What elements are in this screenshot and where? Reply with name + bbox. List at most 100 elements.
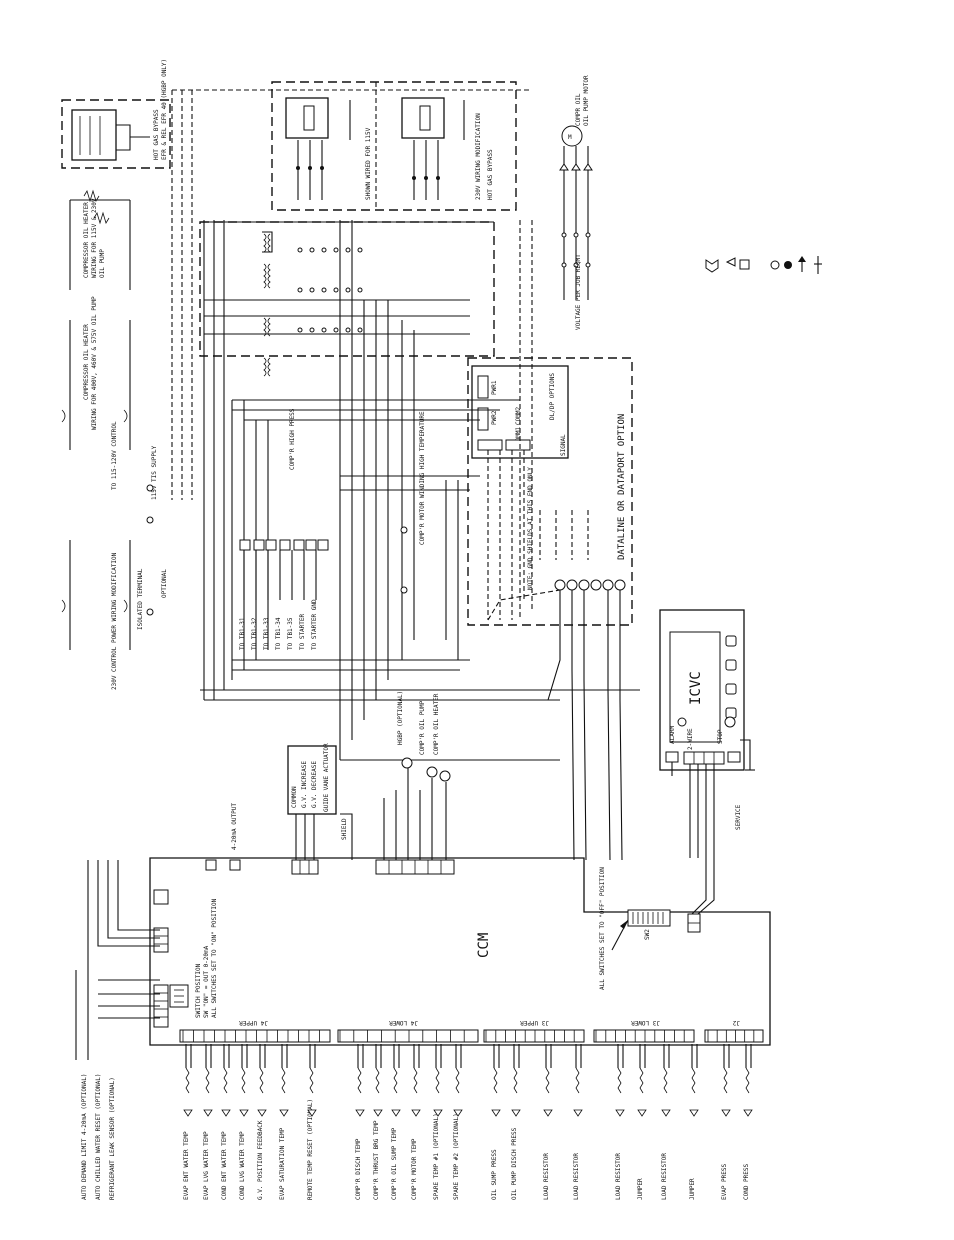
- dataport-options: DL/DP OPTIONS: [549, 373, 556, 420]
- oil-heater-relay: [439, 770, 451, 782]
- j3-lower-label: J3 LOWER: [631, 1019, 660, 1026]
- isolated-terminal-label: ISOLATED TERMINAL: [137, 568, 144, 630]
- sensor-wiring: [183, 1044, 753, 1117]
- icvc-alarm-indicator: [677, 717, 687, 727]
- dip-switch-segments: [632, 912, 664, 924]
- hot-gas-bypass-terminals: [79, 116, 101, 155]
- motor-high-temp-label: COMP'R MOTOR WINDING HIGH TEMPERATURE: [419, 411, 426, 545]
- legend-hex-icon: [705, 259, 719, 273]
- legend-arrow-icon: [798, 256, 806, 272]
- board-led-1: [205, 859, 217, 871]
- guide-vane-increase: G.V. INCREASE: [301, 761, 308, 808]
- relay-outputs: HGBP (OPTIONAL) COMP'R OIL PUMP COMP'R O…: [383, 691, 451, 860]
- comp-high-press-label: COMP'R HIGH PRESS: [289, 408, 296, 470]
- sensor-label: COND LVG WATER TEMP: [239, 1131, 246, 1200]
- sensor-label: EVAP SATURATION TEMP: [279, 1127, 286, 1200]
- legend-square-icon: [739, 259, 750, 270]
- oil-pump-motor: M COMPR OIL OIL PUMP MOTOR VOLTAGE PER J…: [559, 75, 593, 330]
- sensor-label: COND ENT WATER TEMP: [221, 1131, 228, 1200]
- oil-pump-motor-label: OIL PUMP MOTOR: [583, 75, 590, 126]
- tis-supply-note: 115V TIS SUPPLY: [151, 445, 158, 500]
- shown-wired-label: SHOWN WIRED FOR 115V: [365, 127, 372, 200]
- hot-gas-top-sub: EFR & REL EFR 40 (HGBP ONLY): [161, 59, 168, 160]
- sensor-label: AUTO CHILLED WATER RESET (OPTIONAL): [95, 1074, 102, 1200]
- oil-pump-supply: VOLTAGE PER JOB REQMT: [575, 254, 582, 330]
- transformer-3: [263, 317, 271, 337]
- j-right-connector: [687, 913, 701, 933]
- dataport-comm1: COMM1: [515, 427, 522, 445]
- transformer-4: [263, 357, 271, 377]
- icvc-stop-label: STOP: [717, 729, 724, 744]
- starter-box-1: [239, 539, 329, 551]
- transformer-1: [262, 231, 273, 253]
- starter-row-label: TO TB1-33: [263, 617, 270, 650]
- dip-switch-note: ALL SWITCHES SET TO "OFF" POSITION: [599, 867, 606, 990]
- control-transformers: [199, 221, 495, 377]
- dip-switch-array: [627, 909, 671, 927]
- board-led-2: [229, 859, 241, 871]
- oil-heater-2-wiring: WIRING FOR 400V, 460V & 575V OIL PUMP: [91, 296, 98, 430]
- sensor-label: COMP'R THRUST BRG TEMP: [373, 1120, 380, 1200]
- sensor-label: LOAD RESISTOR: [573, 1153, 580, 1200]
- oil-heater-label: COMPRESSOR OIL HEATER: [83, 202, 90, 278]
- switch-position-line2: ALL SWITCHES SET TO "ON" POSITION: [211, 898, 218, 1018]
- j3-upper-label: J3 UPPER: [520, 1019, 549, 1026]
- oil-pump-sub: COMPR OIL: [575, 93, 582, 126]
- sw2-switch: [169, 984, 189, 1008]
- heater-wiring: COMPRESSOR OIL HEATER WIRING FOR 115V & …: [61, 189, 168, 690]
- power-control-note: TO 115-120V CONTROL: [111, 421, 118, 490]
- sensor-label: OIL SUMP PRESS: [491, 1149, 498, 1200]
- dip-label: SW2: [644, 929, 651, 940]
- solenoid-coil-1: [303, 105, 315, 131]
- sensor-label: COMP'R MOTOR TEMP: [411, 1138, 418, 1200]
- ccm-board: CCM SW2 ALL SWITCHES SET TO "OFF" POSITI…: [149, 857, 771, 1046]
- switch-position-line1: SW "ON" = OUT 0-20mA: [203, 945, 210, 1018]
- legend-triangle-icon: [725, 257, 736, 267]
- hgbp-relay: [401, 757, 413, 769]
- sensor-label: LOAD RESISTOR: [661, 1153, 668, 1200]
- sensor-label: LOAD RESISTOR: [543, 1153, 550, 1200]
- sensor-label: EVAP PRESS: [721, 1163, 728, 1200]
- icvc-stop-button: [724, 716, 736, 728]
- starter-row-label: TO STARTER GND: [311, 599, 318, 650]
- sensor-label: AUTO DEMAND LIMIT 4-20mA (OPTIONAL): [81, 1074, 88, 1200]
- j6-connector: [153, 889, 169, 905]
- oil-pump-heater-label: OIL PUMP: [99, 249, 106, 278]
- legend-circle-icon: [770, 260, 780, 270]
- hot-gas-right-label: HOT GAS BYPASS: [487, 149, 494, 200]
- j12-connector: [375, 859, 455, 875]
- legend-filled-circle-icon: [784, 261, 792, 269]
- icvc-service-label: SERVICE: [735, 804, 742, 830]
- icvc-button-4: [725, 707, 737, 719]
- j4-lower-label: J4 LOWER: [389, 1019, 418, 1026]
- j4-upper-label: J4 UPPER: [239, 1019, 268, 1026]
- icvc-button-2: [725, 659, 737, 671]
- dataport-pwr2: PWR2: [491, 410, 498, 425]
- motor-thermostat-1: [400, 526, 408, 534]
- j11-connector: [291, 859, 319, 875]
- sensor-label: EVAP LVG WATER TEMP: [203, 1131, 210, 1200]
- hot-gas-bypass-right: HOT GAS BYPASS 230V WIRING MODIFICATION …: [271, 81, 517, 211]
- icvc-alarm-label: ALARM: [669, 726, 676, 744]
- power-wiring-note: 230V CONTROL POWER WIRING MODIFICATION: [111, 552, 118, 690]
- oil-heater-2-label: COMPRESSOR OIL HEATER: [83, 324, 90, 400]
- starter-row-label: TO TB1-34: [275, 617, 282, 650]
- icvc-button-3: [725, 683, 737, 695]
- j7-connector: [153, 927, 169, 953]
- output-4-20ma: 4-20mA OUTPUT: [75, 803, 238, 1060]
- sensor-label: JUMPER: [637, 1178, 644, 1200]
- guide-vane-decrease: G.V. DECREASE: [311, 761, 318, 808]
- output-label: 4-20mA OUTPUT: [231, 803, 238, 850]
- sensor-label: OIL PUMP DISCH PRESS: [511, 1127, 518, 1200]
- icvc-panel: ICVC ALARM STOP 2-WIRE SERVICE: [659, 609, 745, 830]
- oil-pump-relay: [426, 766, 438, 778]
- sensor-label: REFRIGERANT LEAK SENSOR (OPTIONAL): [109, 1077, 116, 1200]
- switch-position-title: SWITCH POSITION: [195, 963, 202, 1018]
- dataport-signal: SIGNAL: [560, 434, 567, 456]
- guide-vane-actuator: COMMON G.V. INCREASE G.V. DECREASE GUIDE…: [287, 743, 353, 860]
- dataport-option: DATALINE OR DATAPORT OPTION PWR1 PWR2 CO…: [467, 357, 633, 626]
- starter-row-label: TO TB1-32: [251, 617, 258, 650]
- sensor-label: G.V. POSITION FEEDBACK: [257, 1120, 264, 1200]
- sensor-label: SPARE TEMP #1 (OPTIONAL): [433, 1113, 440, 1200]
